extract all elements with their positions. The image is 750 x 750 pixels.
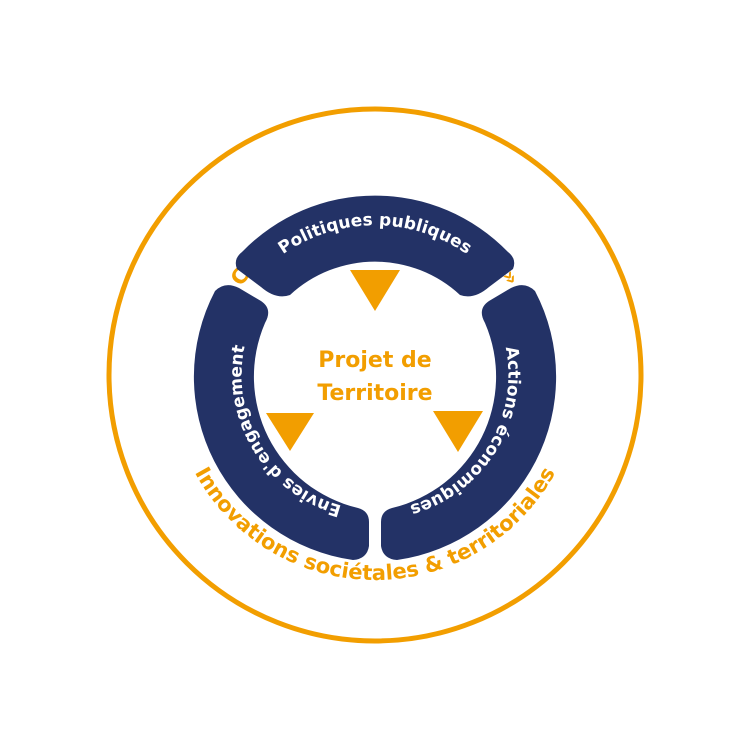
center-label-line1: Projet de [318, 348, 431, 373]
segment-envies-engagement [193, 285, 369, 560]
segment-actions-economiques [381, 285, 557, 560]
arrow-down-icon-top [350, 270, 400, 311]
outer-ring [106, 106, 644, 644]
arrow-down-icon-right [433, 411, 483, 452]
center-label-line2: Territoire [317, 381, 432, 406]
arrow-down-icon-left [266, 413, 314, 451]
segment-politiques-publiques [235, 195, 515, 297]
